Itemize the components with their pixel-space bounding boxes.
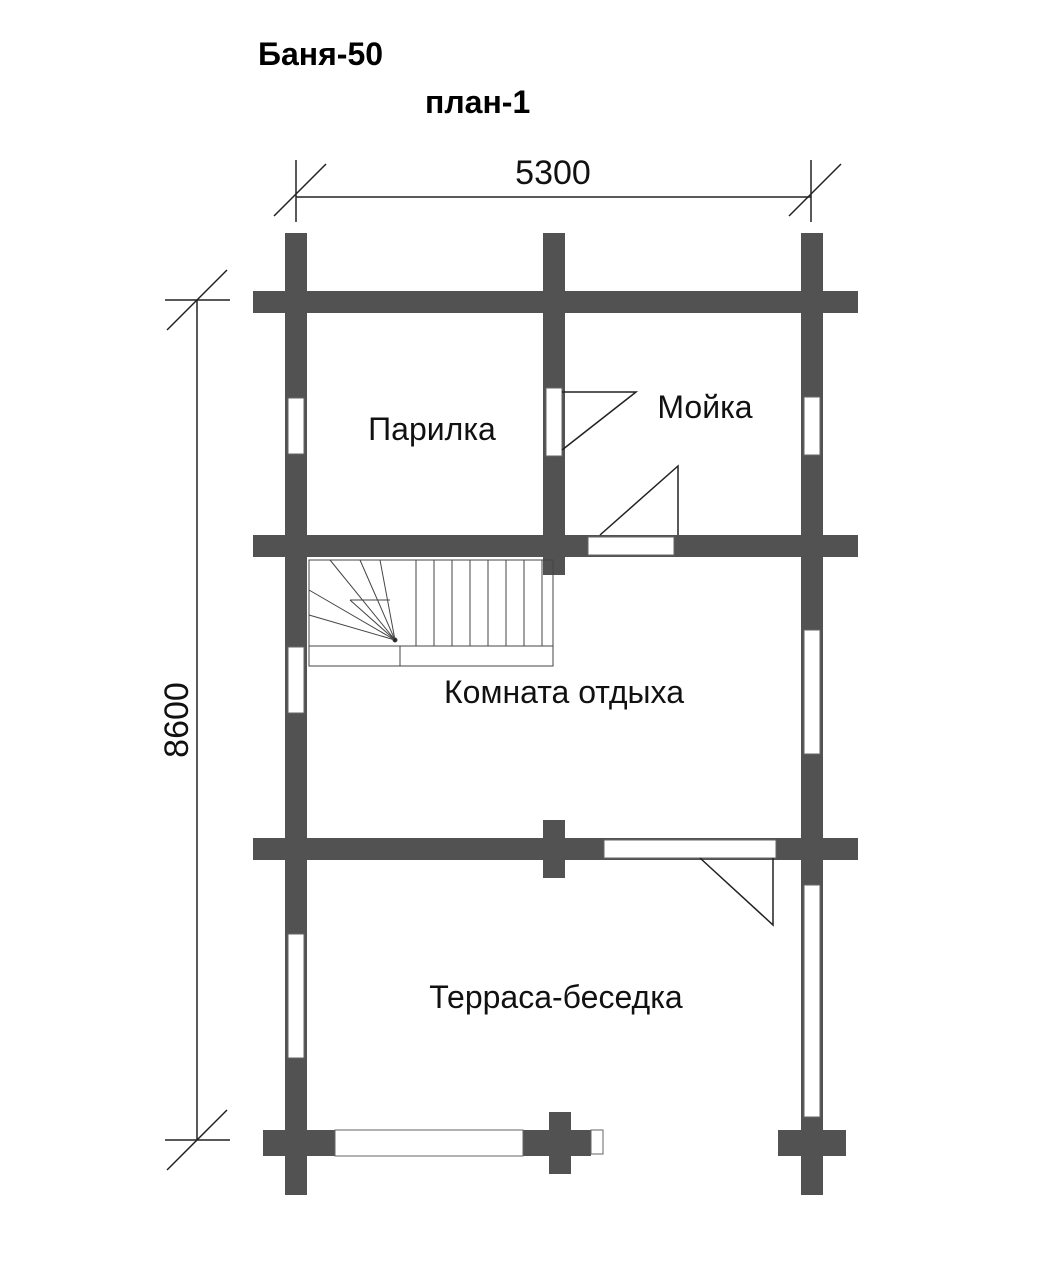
plan-subtitle: план-1 (425, 84, 531, 120)
dimension-height (165, 269, 230, 1171)
staircase (308, 559, 554, 667)
room-label-terrasa: Терраса-беседка (429, 979, 683, 1015)
door-swings (561, 391, 774, 927)
room-label-parilka: Парилка (368, 411, 496, 447)
plan-title: Баня-50 (258, 36, 384, 72)
height-label: 8600 (158, 682, 196, 758)
openings (287, 387, 821, 1157)
width-label: 5300 (515, 154, 591, 192)
room-label-moika: Мойка (657, 389, 752, 425)
walls (253, 233, 858, 1195)
dimension-width (273, 160, 842, 222)
room-label-komnata: Комната отдыха (444, 674, 684, 710)
